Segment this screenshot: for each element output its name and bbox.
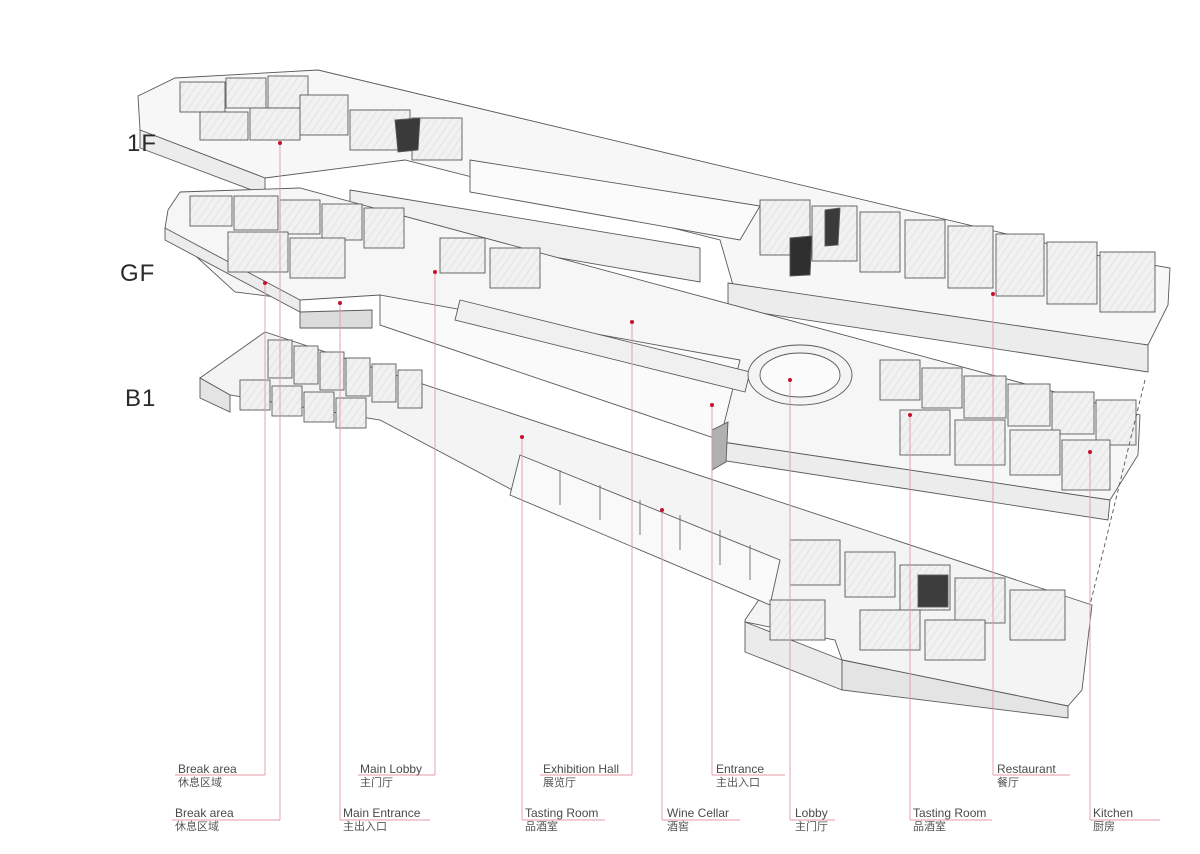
label-zh: 休息区域: [178, 776, 222, 789]
label-kitchen: Kitchen 厨房: [1093, 806, 1133, 834]
floor-gf: [164, 187, 1141, 521]
label-en: Main Lobby: [360, 762, 423, 776]
label-main-lobby: Main Lobby 主门厅: [360, 762, 422, 790]
label-zh: 厨房: [1093, 820, 1115, 833]
floor-b1: [199, 331, 1093, 719]
label-en: Break area: [175, 806, 234, 820]
label-entrance: Entrance 主出入口: [716, 762, 764, 790]
floor-label-1f: 1F: [127, 130, 158, 157]
label-en: Entrance: [716, 762, 765, 776]
label-en: Restaurant: [997, 762, 1056, 776]
label-zh: 品酒室: [525, 820, 558, 833]
label-zh: 主门厅: [795, 820, 828, 833]
label-en: Break area: [178, 762, 237, 776]
label-zh: 主出入口: [716, 776, 760, 789]
label-en: Lobby: [795, 806, 828, 820]
floor-label-gf: GF: [120, 260, 156, 287]
label-wine-cellar: Wine Cellar 酒窖: [667, 806, 729, 834]
label-tasting-room-gf: Tasting Room 品酒室: [913, 806, 986, 834]
floor-1f: [137, 69, 1171, 373]
location-markers: [263, 141, 1092, 512]
label-break-area-upper: Break area 休息区域: [178, 762, 237, 790]
label-tasting-room-b1: Tasting Room 品酒室: [525, 806, 598, 834]
label-en: Exhibition Hall: [543, 762, 620, 776]
label-en: Wine Cellar: [667, 806, 730, 820]
label-en: Tasting Room: [913, 806, 987, 820]
label-zh: 品酒室: [913, 820, 946, 833]
alignment-dash: [1089, 379, 1146, 606]
label-restaurant: Restaurant 餐厅: [997, 762, 1056, 790]
floor-label-b1: B1: [125, 385, 157, 412]
label-zh: 酒窖: [667, 820, 689, 833]
leader-lines: [172, 143, 1160, 821]
label-break-area-lower: Break area 休息区域: [175, 806, 234, 834]
label-main-entrance: Main Entrance 主出入口: [343, 806, 420, 834]
label-zh: 餐厅: [997, 776, 1019, 789]
label-zh: 休息区域: [175, 820, 219, 833]
label-lobby: Lobby 主门厅: [795, 806, 828, 834]
label-zh: 主出入口: [343, 820, 387, 833]
label-en: Main Entrance: [343, 806, 421, 820]
label-zh: 主门厅: [360, 776, 393, 789]
label-en: Tasting Room: [525, 806, 599, 820]
label-zh: 展览厅: [543, 776, 576, 789]
label-exhibition-hall: Exhibition Hall 展览厅: [543, 762, 619, 790]
label-en: Kitchen: [1093, 806, 1134, 820]
